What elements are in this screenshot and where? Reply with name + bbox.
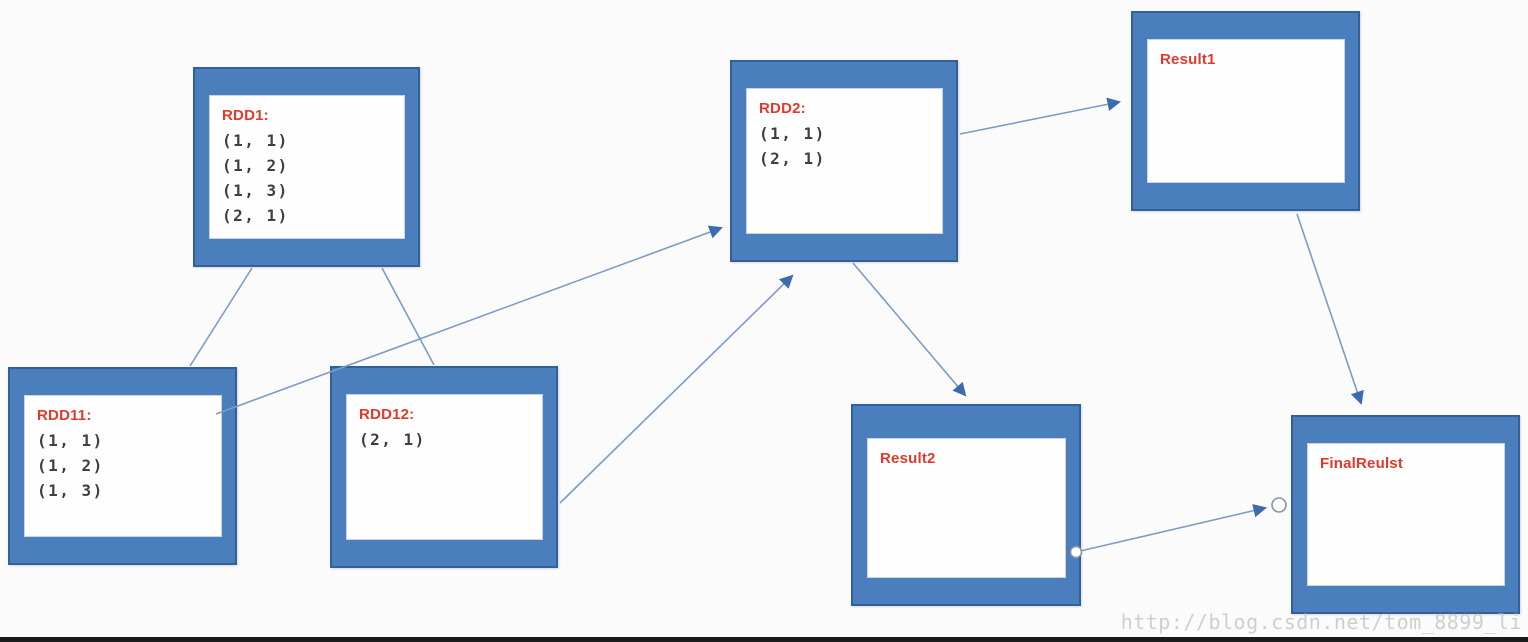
tuple-item: (1, 2)	[222, 156, 289, 175]
node-rdd2-body: RDD2: (1, 1) (2, 1)	[746, 88, 943, 234]
node-rdd12[interactable]: RDD12: (2, 1)	[330, 366, 558, 568]
edge-rdd1-to-rdd11	[189, 267, 253, 367]
node-result1-title: Result1	[1160, 51, 1216, 68]
node-rdd12-body: RDD12: (2, 1)	[346, 394, 543, 540]
edge-rdd2-to-result1	[959, 97, 1121, 135]
bottom-edge-bar	[0, 637, 1528, 642]
tuple-item: (1, 2)	[37, 456, 104, 475]
edge-rdd1-to-rdd12	[381, 267, 435, 366]
node-rdd11-title: RDD11:	[37, 407, 92, 424]
node-rdd11[interactable]: RDD11: (1, 1) (1, 2) (1, 3)	[8, 367, 237, 565]
node-rdd1-title: RDD1:	[222, 107, 269, 124]
edge-rdd12-to-rdd2	[559, 274, 794, 504]
node-finalreulst[interactable]: FinalReulst	[1291, 415, 1520, 614]
edge-result2-to-finalreulst	[1075, 503, 1267, 553]
node-rdd2-title: RDD2:	[759, 100, 806, 117]
node-result2-body: Result2	[867, 438, 1066, 578]
tuple-item: (1, 1)	[37, 431, 104, 450]
edge-rdd2-to-result2	[852, 262, 967, 397]
node-finalreulst-title: FinalReulst	[1320, 455, 1404, 472]
node-finalreulst-body: FinalReulst	[1307, 443, 1505, 586]
tuple-item: (1, 3)	[222, 181, 289, 200]
node-result1[interactable]: Result1	[1131, 11, 1360, 211]
edge-result1-to-finalreulst	[1296, 213, 1364, 405]
tuple-item: (2, 1)	[759, 149, 826, 168]
node-rdd1[interactable]: RDD1: (1, 1) (1, 2) (1, 3) (2, 1)	[193, 67, 420, 267]
node-rdd1-body: RDD1: (1, 1) (1, 2) (1, 3) (2, 1)	[209, 95, 405, 239]
watermark-url: http://blog.csdn.net/tom_8899_li	[1120, 610, 1522, 634]
node-rdd11-body: RDD11: (1, 1) (1, 2) (1, 3)	[24, 395, 222, 537]
node-result2[interactable]: Result2	[851, 404, 1081, 606]
connector-dot-finalreulst[interactable]	[1271, 497, 1287, 513]
node-rdd12-title: RDD12:	[359, 406, 415, 423]
tuple-item: (1, 1)	[759, 124, 826, 143]
tuple-item: (1, 1)	[222, 131, 289, 150]
tuple-item: (2, 1)	[222, 206, 289, 225]
node-result1-body: Result1	[1147, 39, 1345, 183]
node-result2-title: Result2	[880, 450, 936, 467]
tuple-item: (2, 1)	[359, 430, 426, 449]
tuple-item: (1, 3)	[37, 481, 104, 500]
node-rdd2[interactable]: RDD2: (1, 1) (2, 1)	[730, 60, 958, 262]
